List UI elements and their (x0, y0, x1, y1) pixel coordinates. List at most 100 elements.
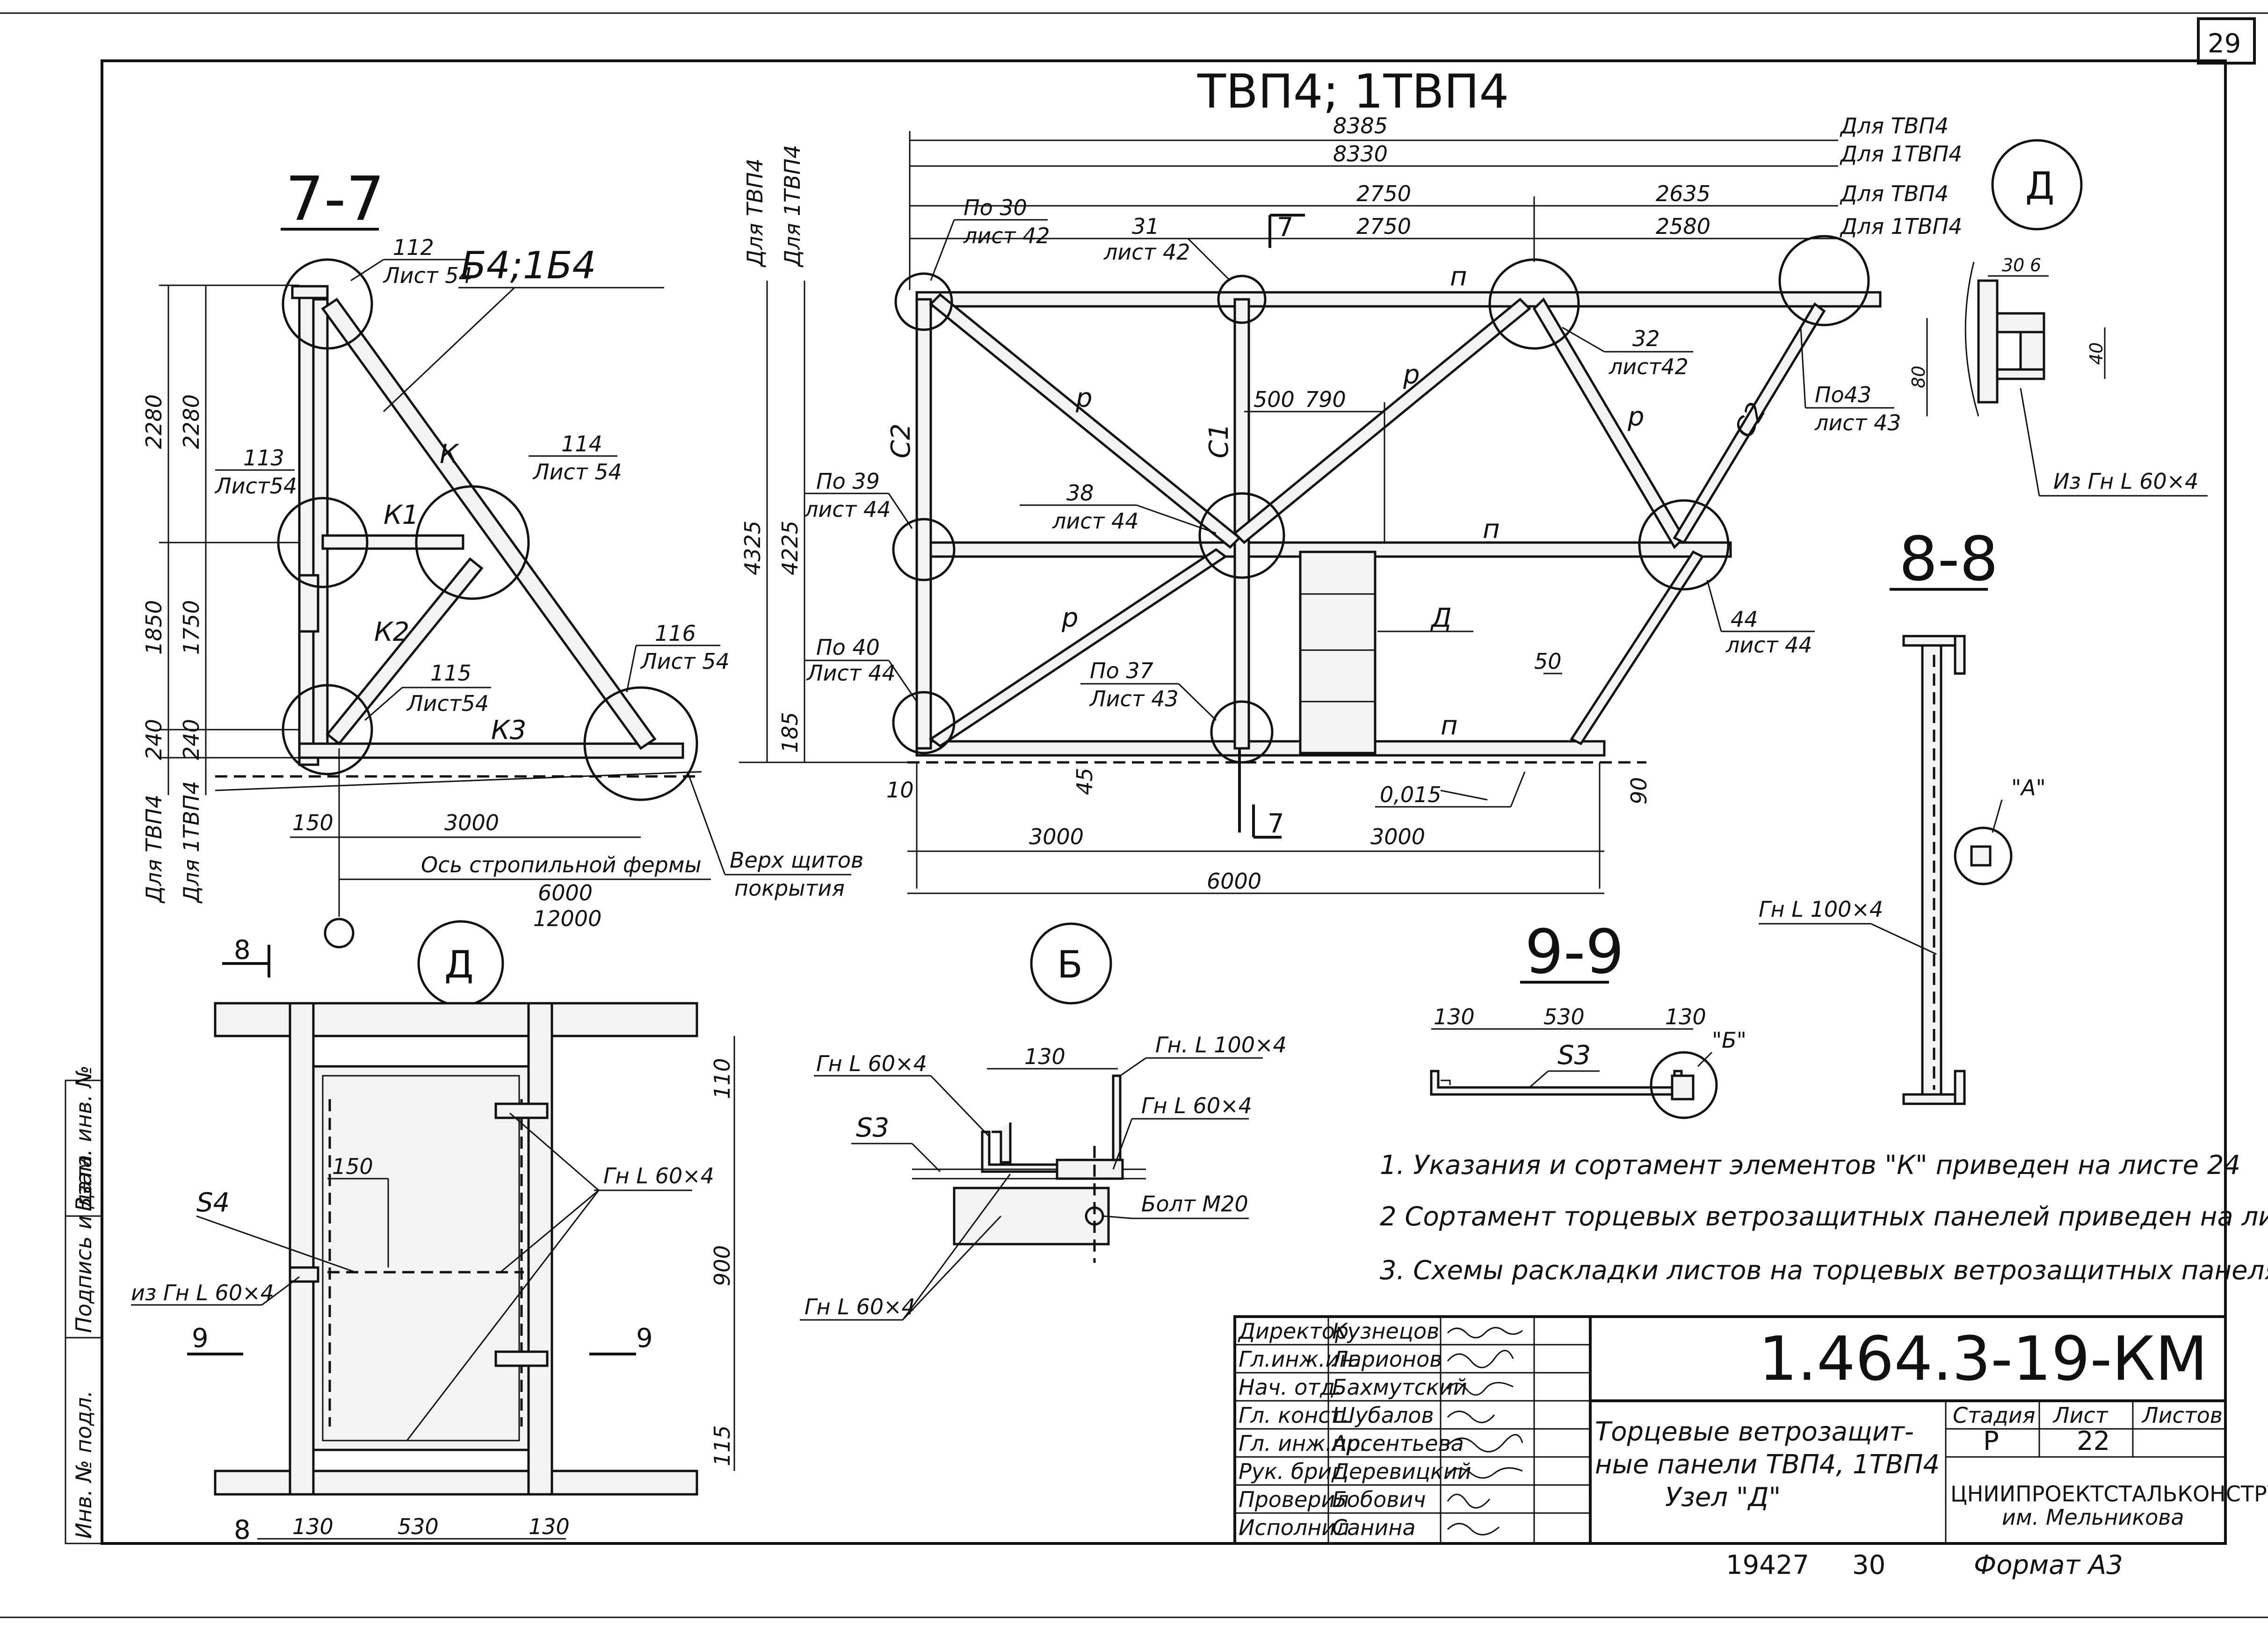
detail-b-s3: S3 (856, 1113, 889, 1143)
notes: 1. Указания и сортамент элементов "К" пр… (1380, 1150, 2268, 1286)
dim-elev-6000: 6000 (1207, 869, 1261, 894)
detail-d-small-title: Д (2025, 164, 2055, 208)
axis-label: Ось стропильной фермы (421, 852, 702, 877)
detail-d-40: 40 (2086, 342, 2107, 365)
detail-d-dim-bottom-3: 130 (529, 1514, 570, 1539)
elev-callout-40-num: По 40 (816, 635, 880, 660)
elev-callout-31-sheet: лист 42 (1103, 239, 1190, 265)
dim-185: 185 (777, 712, 803, 753)
detail-d-30: 30 (2002, 255, 2024, 275)
detail-d-large-title: Д (444, 943, 474, 986)
dim-50: 50 (1534, 649, 1562, 674)
dim-elev-3000-a: 3000 (1029, 824, 1084, 849)
dim-7-7-outer-2: 1850 (141, 600, 167, 655)
member-k: К (440, 439, 459, 470)
callout-114-sheet: Лист 54 (532, 459, 622, 485)
elev-label-1: Для ТВП4 (742, 159, 768, 268)
dim-7-7-150: 150 (292, 810, 333, 835)
section-9-9-s3: S3 (1558, 1040, 1591, 1071)
dim-4225: 4225 (777, 521, 803, 575)
elev-callout-40-sheet: Лист 44 (806, 660, 896, 686)
tb-role-4: Гл. конст. (1239, 1403, 1349, 1428)
detail-b-mat-right-2: Гн L 60×4 (1141, 1093, 1252, 1118)
detail-d-material-2: Гн L 60×4 (603, 1163, 714, 1188)
member-k3: К3 (491, 715, 526, 746)
dim-45: 45 (1072, 768, 1097, 795)
section-9-9-dim-2: 530 (1543, 1004, 1585, 1029)
section-9-9-dim-1: 130 (1434, 1004, 1475, 1029)
tb-role-2: Гл.инж.ин. (1239, 1347, 1360, 1372)
elev-callout-32-num: 32 (1632, 326, 1660, 351)
tb-desc-2: ные панели ТВП4, 1ТВП4 (1595, 1449, 1940, 1480)
section-mark-7-bottom: 7 (1268, 809, 1284, 839)
elev-callout-37-sheet: Лист 43 (1089, 686, 1179, 711)
dim-7-7-6000: 6000 (538, 880, 593, 905)
callout-113-sheet: Лист54 (214, 473, 297, 499)
detail-b-bolt: Болт М20 (1141, 1191, 1248, 1217)
section-9-9-ref: "Б" (1712, 1028, 1746, 1053)
footer-number: 19427 (1726, 1550, 1809, 1580)
dim-790: 790 (1305, 387, 1346, 412)
dim-7-7-outer-3: 240 (141, 719, 167, 760)
detail-d-small: Д 30 6 80 40 Из Гн L 60×4 (1908, 139, 2208, 497)
page-number: 29 (2208, 29, 2241, 59)
elev-callout-30-sheet: лист 42 (963, 223, 1050, 248)
tb-sheet: 22 (2077, 1426, 2110, 1456)
member-r-1: р (1075, 383, 1093, 413)
tb-role-3: Нач. отд. (1239, 1375, 1342, 1400)
detail-b-dim-130: 130 (1024, 1044, 1065, 1069)
tb-stage-header: Стадия (1953, 1403, 2035, 1428)
dim-2750-b: 2750 (1356, 214, 1411, 239)
detail-b-mat-left: Гн L 60×4 (816, 1051, 927, 1076)
dim-8385-label: Для ТВП4 (1840, 113, 1949, 138)
callout-115-num: 115 (430, 660, 471, 686)
signatures (1447, 1327, 1523, 1536)
elev-callout-43-num: По43 (1815, 382, 1871, 407)
tb-desc-3: Узел "Д" (1665, 1482, 1781, 1513)
note-1: 1. Указания и сортамент элементов "К" пр… (1380, 1150, 2240, 1181)
tb-name-3: Бахмутский (1332, 1375, 1467, 1400)
detail-d-dim-110: 110 (710, 1058, 735, 1099)
title-block: Директор Кузнецов Гл.инж.ин. Ларионов На… (1233, 1315, 2268, 1545)
tb-role-8: Исполнил (1239, 1515, 1349, 1540)
main-title: ТВП4; 1ТВП4 (1197, 64, 1509, 119)
dim-7-7-inner-2: 1750 (179, 600, 204, 655)
detail-b-mat-bottom: Гн L 60×4 (804, 1294, 915, 1319)
tb-role-5: Гл. инж.пр. (1239, 1431, 1367, 1456)
dim-10: 10 (886, 777, 914, 803)
roof-label-1: Верх щитов (730, 847, 863, 873)
tb-name-4: Шубалов (1332, 1403, 1434, 1428)
section-7-7: 7-7 Б4;1Б4 К К1 К2 К3 112 Лист 54 (141, 163, 863, 949)
dim-7-7-inner-1: 2280 (179, 394, 204, 449)
dim-2580: 2580 (1656, 214, 1710, 239)
callout-116-sheet: Лист 54 (640, 649, 730, 674)
detail-d-dim-115: 115 (710, 1425, 735, 1466)
detail-d-large: Д 8 8 9 9 S4 150 из Гн L 60×4 (131, 920, 735, 1545)
tb-code: 1.464.3-19-КМ (1759, 1323, 2208, 1394)
member-p-top: п (1450, 261, 1467, 292)
member-p-bot: п (1441, 710, 1458, 741)
dim-500: 500 (1254, 387, 1295, 412)
dim-2750-a: 2750 (1356, 181, 1411, 206)
member-k1: К1 (384, 500, 419, 530)
dim-7-7-inner-3: 240 (179, 719, 204, 760)
dim-8330-label: Для 1ТВП4 (1840, 141, 1962, 167)
elev-callout-39-num: По 39 (816, 469, 880, 494)
detail-d-sec-9-right: 9 (636, 1323, 653, 1354)
stamp-signature-date: Подпись и дата (71, 1155, 96, 1333)
section-8-8-ref: "А" (2011, 775, 2046, 800)
footer: 19427 30 Формат А3 (1726, 1550, 2123, 1580)
callout-115-sheet: Лист54 (406, 691, 489, 716)
dim-7-7-3000: 3000 (444, 810, 499, 835)
elev-callout-44-num: 44 (1731, 607, 1758, 632)
tb-role-7: Проверил (1239, 1487, 1349, 1512)
section-9-9-dim-3: 130 (1665, 1004, 1706, 1029)
stamp-vzam-inv: Взам. инв. № (71, 1065, 96, 1211)
tb-name-7: Бобович (1332, 1487, 1426, 1512)
detail-d-dim-bottom-2: 530 (398, 1514, 439, 1539)
tb-sheet-header: Лист (2052, 1403, 2109, 1428)
elev-callout-44-sheet: лист 44 (1725, 632, 1812, 658)
slope-value: 0,015 (1380, 782, 1442, 807)
callout-112-num: 112 (393, 235, 434, 260)
